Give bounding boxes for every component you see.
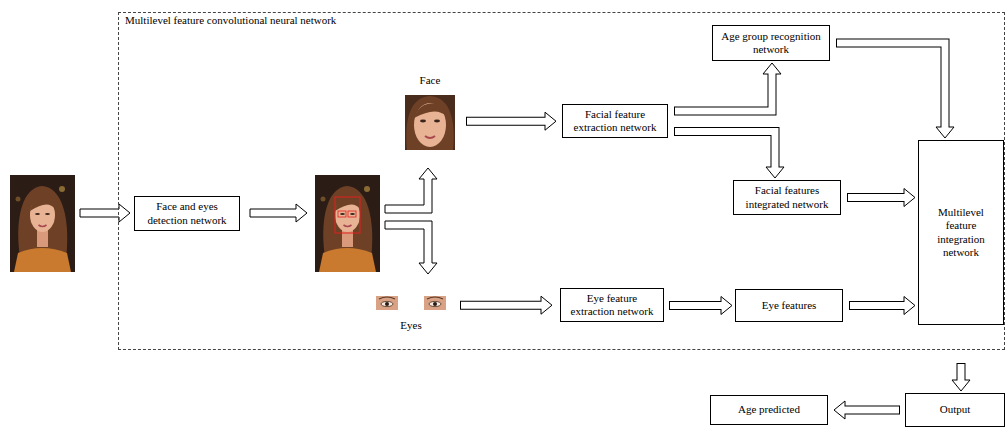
- arrow-shaft-fill: [670, 302, 723, 309]
- face-crop-eye: [434, 120, 440, 123]
- face-crop-fringe: [414, 103, 446, 118]
- process-box: Multilevel feature integration network: [918, 140, 1004, 325]
- output-box: Output: [905, 393, 1005, 427]
- input-photo: [10, 175, 75, 272]
- process-box: Eye features: [735, 289, 843, 322]
- eyebrow: [379, 297, 395, 299]
- arrow-shaft-fill: [461, 302, 543, 309]
- arrow-head: [834, 401, 845, 419]
- node-label: Eyes: [400, 319, 421, 332]
- face-crop-eye: [420, 120, 426, 123]
- node-label: Eye features: [762, 299, 817, 312]
- face-detection-box: [335, 197, 360, 233]
- arrow-head: [545, 112, 556, 130]
- node-label: Facial feature extraction network: [568, 108, 662, 134]
- arrow-head: [904, 189, 915, 207]
- arrow-shaft-outline: [674, 74, 772, 111]
- node-label: Facial features integrated network: [739, 184, 835, 210]
- hollow-arrow-connector: [849, 297, 915, 315]
- node-label: Eye feature extraction network: [566, 292, 658, 318]
- face-crop-mouth: [425, 136, 435, 138]
- process-box: Face and eyes detection network: [134, 196, 240, 231]
- iris: [433, 302, 437, 306]
- face-crop-background: [405, 95, 455, 150]
- process-box: Eye feature extraction network: [560, 288, 664, 322]
- hollow-arrow: [385, 168, 437, 213]
- eye-crops: Eyes: [372, 292, 450, 332]
- face-crop: Face: [403, 74, 457, 152]
- arrow-head: [904, 297, 915, 315]
- node-label: Age group recognition network: [718, 30, 824, 56]
- arrow-shaft-outline: [836, 43, 945, 127]
- process-box: Facial features integrated network: [733, 180, 841, 215]
- arrow-shaft-fill: [675, 73, 772, 112]
- hollow-arrow: [385, 221, 437, 274]
- node-label: Output: [940, 403, 971, 416]
- eyebrow: [427, 297, 443, 299]
- hollow-arrow-connector: [669, 297, 732, 315]
- arrow-shaft-fill: [850, 302, 906, 309]
- node-label: Multilevel feature integration network: [924, 206, 998, 259]
- face-crop-hair: [406, 96, 453, 150]
- arrow-shaft-fill: [467, 118, 547, 125]
- arrow-shaft-fill: [837, 43, 945, 129]
- iris: [385, 302, 389, 306]
- eye-detection-box: [348, 211, 356, 217]
- eye-detection-box: [338, 211, 346, 217]
- hollow-arrow-connector: [674, 131, 784, 178]
- hollow-arrow-connector: [847, 189, 915, 207]
- arrow-head: [721, 297, 732, 315]
- node-label: Face and eyes detection network: [140, 200, 234, 226]
- eyeball: [381, 301, 393, 306]
- eyeball: [429, 301, 441, 306]
- arrow-head: [766, 167, 784, 178]
- hollow-arrow: [80, 204, 130, 222]
- arrow-head: [952, 380, 970, 391]
- arrow-head: [541, 296, 552, 314]
- arrow-shaft-fill: [675, 131, 775, 168]
- arrow-shaft-fill: [848, 194, 906, 201]
- hollow-arrow-connector: [460, 296, 552, 314]
- process-box: Age group recognition network: [712, 25, 830, 61]
- arrow-shaft-fill: [958, 364, 965, 382]
- eye-crop: [376, 296, 398, 310]
- result-box: Age predicted: [710, 395, 828, 425]
- arrow-head: [936, 127, 954, 138]
- hollow-arrow-connector: [836, 43, 954, 138]
- node-label: Age predicted: [738, 403, 800, 416]
- arrow-shaft-fill: [844, 407, 900, 414]
- network-group: Multilevel feature convolutional neural …: [118, 12, 1005, 350]
- hollow-arrow-connector: [834, 401, 900, 419]
- arrow-head: [763, 63, 781, 74]
- hollow-arrow-connector: [952, 363, 970, 391]
- detected-photo: [315, 175, 380, 272]
- arrow-shaft-outline: [674, 131, 775, 167]
- node-label: Multilevel feature convolutional neural …: [125, 14, 998, 27]
- hollow-arrow-connector: [466, 112, 556, 130]
- hollow-arrow: [250, 204, 307, 222]
- face-crop-skin: [414, 103, 446, 147]
- hollow-arrow-connector: [674, 63, 781, 111]
- process-box: Facial feature extraction network: [562, 104, 668, 138]
- eye-crop: [424, 296, 446, 310]
- node-label: Face: [420, 74, 441, 87]
